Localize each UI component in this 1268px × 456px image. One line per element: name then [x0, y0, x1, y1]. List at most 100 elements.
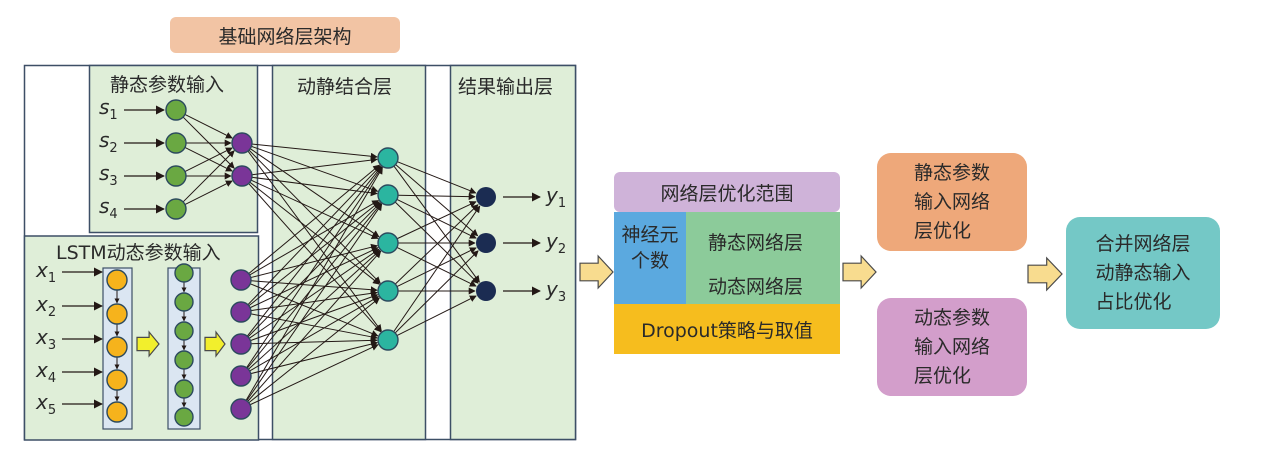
dynamic-opt-text: 动态参数 输入网络 层优化: [913, 306, 990, 387]
title-box: 基础网络层架构: [170, 17, 400, 53]
connection: [248, 164, 381, 274]
static-hidden-node: [231, 132, 253, 154]
combine-node: [377, 280, 399, 302]
combine-node: [377, 147, 399, 169]
connection: [250, 336, 378, 345]
output-symbol: y3: [546, 277, 567, 305]
dynamic-output-node: [230, 398, 252, 420]
static-input-symbol: s2: [99, 128, 118, 156]
static-opt-text: 静态参数 输入网络 层优化: [913, 161, 990, 242]
connection: [394, 204, 479, 285]
connection: [250, 243, 379, 279]
static-input-symbol: s3: [99, 161, 118, 189]
connection: [396, 247, 477, 288]
lstm-cell-node: [106, 369, 128, 391]
flow-arrow-icon: [842, 254, 877, 290]
output-node: [476, 233, 496, 253]
lstm-cell-node: [106, 303, 128, 325]
yellow-arrow-icon: [204, 330, 226, 358]
connection: [396, 198, 477, 239]
connection: [250, 289, 378, 312]
lstm-cell-node: [106, 401, 128, 423]
output-symbol: y2: [546, 229, 567, 257]
output-node: [476, 281, 496, 301]
dynamic-input-symbol: x2: [36, 292, 57, 320]
connection: [393, 165, 480, 283]
connection: [395, 164, 479, 237]
static-hidden-node: [231, 165, 253, 187]
scope-header-text: 网络层优化范围: [660, 182, 794, 205]
static-input-node: [165, 99, 187, 121]
static-input-symbol: s4: [99, 194, 118, 222]
flow-arrow-icon: [1027, 256, 1063, 292]
combine-node: [377, 232, 399, 254]
connection: [249, 148, 380, 238]
scope-header: 网络层优化范围: [614, 172, 840, 212]
title-text: 基础网络层架构: [218, 25, 352, 48]
connection: [245, 166, 383, 401]
merge-opt-box: 合并网络层 动静态输入 占比优化: [1066, 217, 1220, 329]
connection: [249, 200, 380, 276]
dropout-text: Dropout策略与取值: [641, 319, 813, 342]
static-input-label: 静态参数输入: [110, 74, 225, 96]
connection: [251, 143, 378, 160]
lstm-cell-node: [106, 269, 128, 291]
connection: [250, 340, 378, 375]
connection: [184, 147, 233, 172]
static-opt-box: 静态参数 输入网络 层优化: [877, 153, 1027, 251]
dynamic-opt-box: 动态参数 输入网络 层优化: [877, 298, 1027, 396]
static-input-symbol: s1: [99, 95, 118, 123]
connection: [249, 247, 379, 309]
yellow-arrow-icon: [136, 330, 160, 358]
dynamic-input-symbol: x5: [36, 390, 57, 418]
lstm-hidden-node: [174, 292, 194, 312]
dynamic-output-node: [230, 269, 252, 291]
neurons-text: 神经元个数: [621, 224, 679, 272]
lstm-hidden-node: [174, 407, 194, 427]
flow-arrow-icon: [579, 254, 614, 290]
connection: [393, 205, 481, 333]
connection: [397, 161, 477, 194]
layers-box: [686, 212, 840, 304]
connection: [396, 295, 477, 336]
connection: [250, 293, 379, 342]
dynamic-layer-text: 动态网络层: [708, 276, 804, 298]
merge-opt-text: 合并网络层 动静态输入 占比优化: [1095, 232, 1191, 313]
connection: [246, 202, 382, 369]
dynamic-output-node: [230, 365, 252, 387]
lstm-hidden-node: [174, 263, 194, 283]
output-label: 结果输出层: [458, 76, 554, 98]
connection: [247, 250, 382, 402]
connection: [247, 165, 381, 306]
connection: [247, 202, 381, 338]
dynamic-input-symbol: x4: [36, 358, 57, 386]
dropout-box: Dropout策略与取值: [614, 304, 840, 354]
lstm-cell-node: [106, 336, 128, 358]
combine-node: [377, 329, 399, 351]
connection: [250, 179, 379, 239]
connection: [248, 297, 380, 404]
output-node: [476, 187, 496, 207]
connection: [251, 156, 378, 176]
static-input-node: [165, 165, 187, 187]
output-symbol: y1: [546, 183, 567, 211]
dynamic-output-node: [230, 333, 252, 355]
connection: [184, 180, 233, 205]
connection: [249, 181, 380, 285]
static-input-node: [165, 198, 187, 220]
lstm-hidden-node: [174, 350, 194, 370]
connection: [184, 114, 233, 139]
connection: [397, 193, 476, 201]
connection: [246, 203, 383, 402]
combine-node: [377, 184, 399, 206]
dynamic-output-node: [230, 301, 252, 323]
connection: [249, 344, 379, 406]
connection: [396, 201, 477, 240]
connection: [246, 166, 382, 337]
dynamic-input-symbol: x3: [36, 325, 57, 353]
dynamic-input-symbol: x1: [36, 258, 57, 286]
static-layer-text: 静态网络层: [708, 232, 804, 254]
connection: [248, 183, 382, 333]
static-input-node: [165, 132, 187, 154]
